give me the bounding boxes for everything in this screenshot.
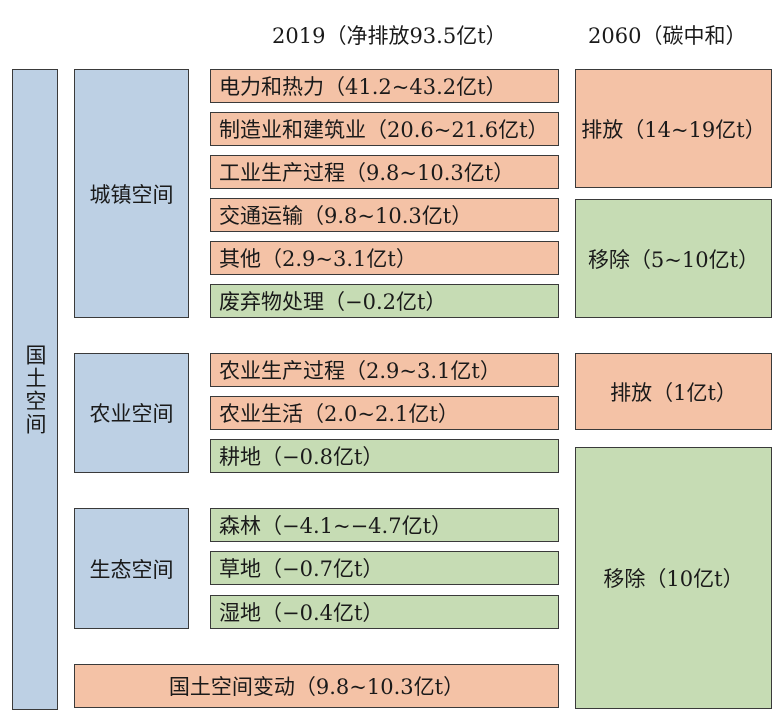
urban-space-box: 城镇空间 <box>74 69 189 318</box>
item-power: 电力和热力（41.2~43.2亿t） <box>210 69 559 103</box>
result-agri-emission: 排放（1亿t） <box>575 353 772 430</box>
agri-space-box: 农业空间 <box>74 353 189 473</box>
national-land-space-box: 国土空间 <box>12 69 58 710</box>
item-industrial-process-label: 工业生产过程（9.8~10.3亿t） <box>219 161 515 185</box>
result-eco-removal-label: 移除（10亿t） <box>603 567 744 591</box>
result-eco-removal: 移除（10亿t） <box>575 447 772 709</box>
eco-space-box: 生态空间 <box>74 508 189 629</box>
item-industrial-process: 工业生产过程（9.8~10.3亿t） <box>210 155 559 189</box>
item-transport-label: 交通运输（9.8~10.3亿t） <box>219 204 473 228</box>
agri-space-label: 农业空间 <box>89 402 174 426</box>
item-wetland-label: 湿地（−0.4亿t） <box>219 601 384 625</box>
header-2060: 2060（碳中和） <box>588 24 747 48</box>
item-manufacturing-label: 制造业和建筑业（20.6~21.6亿t） <box>219 118 549 142</box>
eco-space-label: 生态空间 <box>89 557 174 582</box>
item-grassland-label: 草地（−0.7亿t） <box>219 557 384 581</box>
result-urban-removal-label: 移除（5~10亿t） <box>587 247 760 272</box>
item-manufacturing: 制造业和建筑业（20.6~21.6亿t） <box>210 112 559 146</box>
item-transport: 交通运输（9.8~10.3亿t） <box>210 198 559 232</box>
item-agri-process-label: 农业生产过程（2.9~3.1亿t） <box>219 359 501 383</box>
item-farmland-label: 耕地（−0.8亿t） <box>219 445 384 469</box>
national-land-space-label: 国土空间 <box>23 343 47 436</box>
result-urban-emission: 排放（14~19亿t） <box>575 69 772 188</box>
item-agri-life: 农业生活（2.0~2.1亿t） <box>210 396 559 430</box>
item-agri-life-label: 农业生活（2.0~2.1亿t） <box>219 402 459 426</box>
item-other-label: 其他（2.9~3.1亿t） <box>219 247 417 271</box>
item-grassland: 草地（−0.7亿t） <box>210 551 559 585</box>
result-urban-removal: 移除（5~10亿t） <box>575 199 772 318</box>
item-farmland: 耕地（−0.8亿t） <box>210 439 559 473</box>
result-urban-emission-label: 排放（14~19亿t） <box>581 117 766 142</box>
item-other: 其他（2.9~3.1亿t） <box>210 241 559 275</box>
item-forest: 森林（−4.1~−4.7亿t） <box>210 508 559 542</box>
item-wetland: 湿地（−0.4亿t） <box>210 595 559 629</box>
item-waste: 废弃物处理（−0.2亿t） <box>210 284 559 318</box>
item-power-label: 电力和热力（41.2~43.2亿t） <box>219 75 507 99</box>
item-waste-label: 废弃物处理（−0.2亿t） <box>219 290 447 314</box>
urban-space-label: 城镇空间 <box>89 182 174 207</box>
header-2019: 2019（净排放93.5亿t） <box>272 24 507 48</box>
item-land-change: 国土空间变动（9.8~10.3亿t） <box>74 664 559 708</box>
item-agri-process: 农业生产过程（2.9~3.1亿t） <box>210 353 559 387</box>
result-agri-emission-label: 排放（1亿t） <box>610 380 737 405</box>
item-land-change-label: 国土空间变动（9.8~10.3亿t） <box>168 675 465 699</box>
item-forest-label: 森林（−4.1~−4.7亿t） <box>219 514 453 538</box>
